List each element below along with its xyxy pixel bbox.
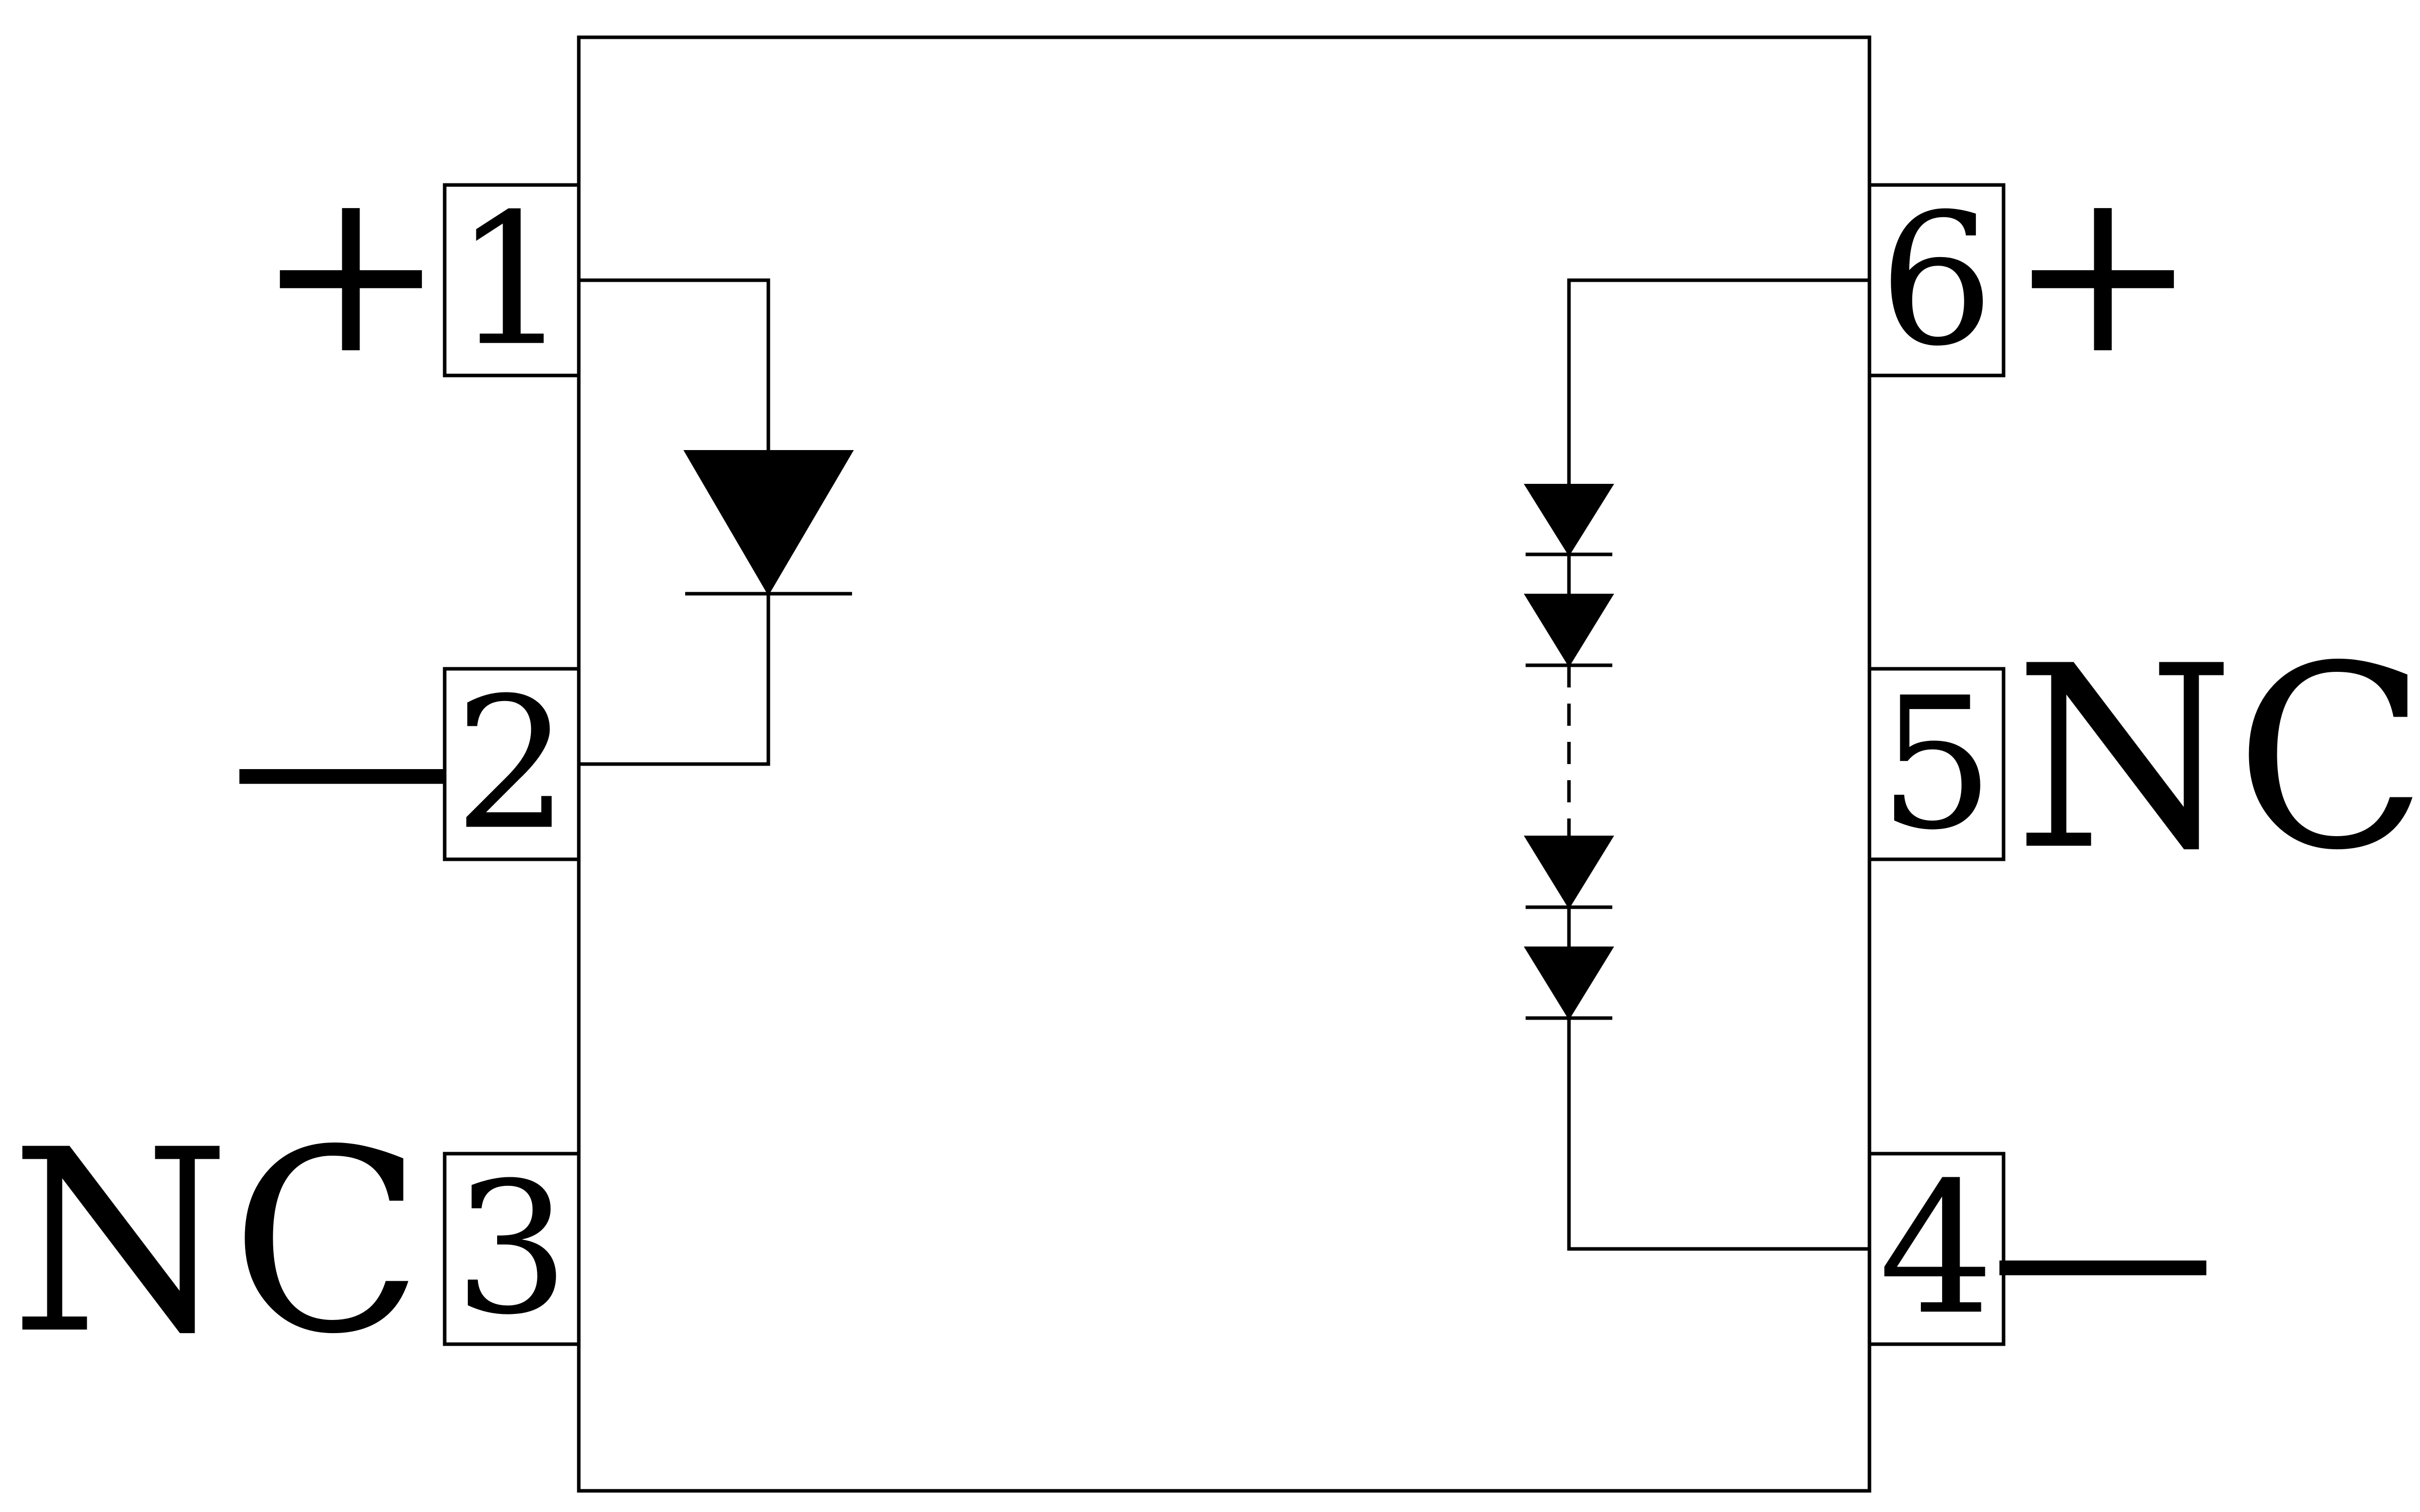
pin-6-box: [1867, 183, 2006, 377]
pin-2-wire: [579, 594, 770, 766]
pin-4-wire: [1567, 1018, 1869, 1251]
led-diode-symbol: [683, 450, 854, 596]
pin-5-number: 5: [1879, 659, 1994, 870]
photodiode-2-symbol: [1524, 594, 1614, 667]
pin-1-wire: [579, 278, 770, 451]
pin-2-label: —: [229, 626, 456, 891]
pin-1-number: 1: [454, 175, 569, 386]
pin-1-label: +: [256, 140, 446, 404]
pin-5-label: NC: [2014, 612, 2420, 905]
pin-3-number: 3: [454, 1144, 569, 1355]
photodiode-3-symbol: [1524, 836, 1614, 909]
pin-1-box: [443, 183, 581, 377]
photodiode-4-symbol: [1524, 947, 1614, 1020]
pin-3-label: NC: [10, 1096, 424, 1389]
pin-6-wire: [1567, 278, 1869, 485]
pin-6-label: +: [2008, 140, 2198, 404]
package-body: [577, 35, 1871, 1493]
pin-3-box: [443, 1152, 581, 1346]
pin-4-number: 4: [1879, 1144, 1994, 1355]
pin-6-number: 6: [1879, 175, 1994, 386]
pin-2-box: [443, 667, 581, 861]
photodiode-1-symbol: [1524, 484, 1614, 556]
pin-2-number: 2: [454, 659, 569, 870]
pin-4-label: —: [1989, 1118, 2216, 1382]
pin-5-box: [1867, 667, 2006, 861]
